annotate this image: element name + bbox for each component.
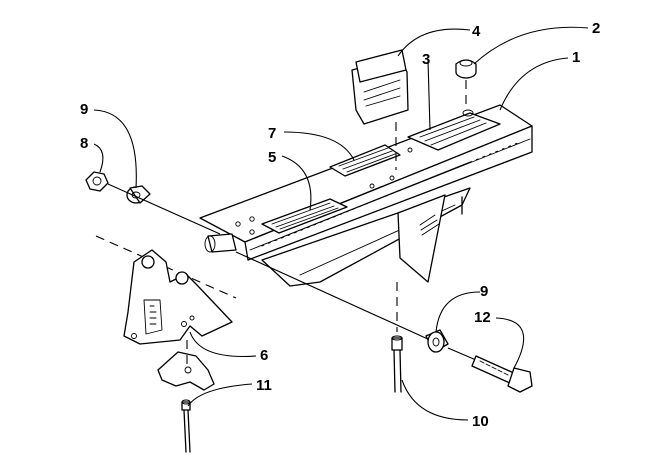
callout-9-left: 9: [80, 101, 88, 118]
part-4-clip: [351, 49, 409, 170]
part-11-pin: [181, 399, 191, 453]
callout-6: 6: [260, 347, 268, 364]
callout-5: 5: [268, 149, 276, 166]
part-12-bolt: [471, 355, 533, 393]
part-11-plate: [157, 340, 215, 391]
callout-12: 12: [474, 309, 491, 326]
callout-labels: 1 2 3 4 5 6 7 8 9 9 10 11 12: [80, 20, 600, 430]
callout-7: 7: [268, 125, 276, 142]
callout-9-right: 9: [480, 283, 488, 300]
part-10-pin: [391, 282, 403, 393]
callout-1: 1: [572, 49, 580, 66]
decal-3: [407, 112, 501, 151]
callout-8: 8: [80, 135, 88, 152]
decal-7: [329, 144, 401, 177]
callout-3: 3: [422, 51, 430, 68]
part-9-bushing-right: [425, 329, 449, 353]
leader-lines: [93, 26, 589, 421]
callout-10: 10: [472, 413, 489, 430]
callout-2: 2: [592, 20, 600, 37]
callout-11: 11: [256, 377, 272, 394]
callout-4: 4: [472, 23, 481, 40]
part-6-bracket: [123, 249, 233, 345]
part-2-cap: [455, 59, 477, 117]
part-8-nut: [85, 171, 109, 192]
decal-5: [261, 198, 348, 234]
frame-sleeve: [204, 233, 237, 253]
